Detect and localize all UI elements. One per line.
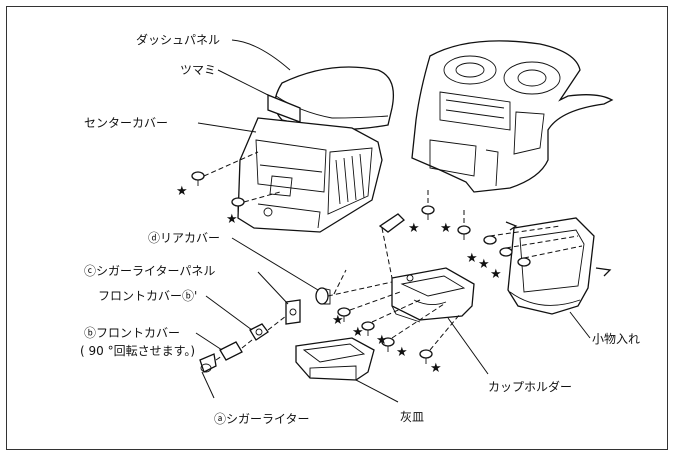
knob-label: ツマミ [180, 63, 217, 77]
cigar-lighter-label: ⓐシガーライター [214, 412, 310, 426]
small-tray-label: 小物入れ [592, 332, 641, 346]
dashboard-body-part [411, 40, 614, 193]
star-marker: ★ [478, 257, 490, 272]
screw [337, 307, 351, 322]
screw [483, 235, 497, 245]
star-marker: ★ [376, 333, 388, 348]
center-cover-label: センターカバー [84, 116, 169, 130]
star-marker: ★ [332, 313, 344, 328]
small-tray-part [505, 217, 612, 315]
star-marker: ★ [226, 212, 238, 227]
star-marker: ★ [430, 361, 442, 376]
star-markers: ★ ★ ★ ★ ★ ★ ★ ★ ★ ★ ★ ★ [176, 184, 502, 376]
cup-holder-part [391, 267, 475, 323]
screw [517, 257, 531, 267]
front-cover-b-prime-part [249, 323, 269, 341]
star-marker: ★ [176, 184, 188, 199]
screw [499, 247, 513, 257]
star-marker: ★ [490, 267, 502, 282]
dash-panel-label: ダッシュパネル [136, 33, 221, 47]
dash-panel-part [274, 66, 395, 131]
diagram-frame [6, 6, 668, 450]
rotate-note-label: ( 90 °回転させます。) [80, 344, 196, 358]
front-cover-b-label: ⓑフロントカバー [84, 326, 181, 340]
screw [421, 205, 435, 220]
center-cover-part [237, 117, 383, 233]
assembly-lines [203, 151, 583, 361]
front-cover-b-part [219, 341, 243, 361]
star-marker: ★ [352, 325, 364, 340]
screw [381, 337, 395, 352]
cup-holder-label: カップホルダー [488, 380, 573, 394]
leader-lines [195, 39, 591, 403]
ashtray-part [295, 337, 375, 381]
screw [419, 349, 433, 364]
cigar-lighter-panel-part [285, 299, 301, 325]
front-cover-b-prime-label: フロントカバーⓑ' [98, 289, 198, 303]
star-marker: ★ [408, 221, 420, 236]
rear-cover-label: ⓓリアカバー [148, 231, 221, 245]
cigar-lighter-panel-label: ⓒシガーライターパネル [84, 264, 216, 278]
star-marker: ★ [466, 251, 478, 266]
rear-cover-part [315, 287, 331, 305]
star-marker: ★ [440, 221, 452, 236]
screw [191, 171, 205, 186]
screw [361, 321, 375, 336]
connector-part [378, 213, 405, 233]
cigar-lighter-part [199, 353, 217, 373]
star-marker: ★ [396, 345, 408, 360]
screw [457, 225, 471, 240]
ashtray-label: 灰皿 [400, 410, 425, 424]
